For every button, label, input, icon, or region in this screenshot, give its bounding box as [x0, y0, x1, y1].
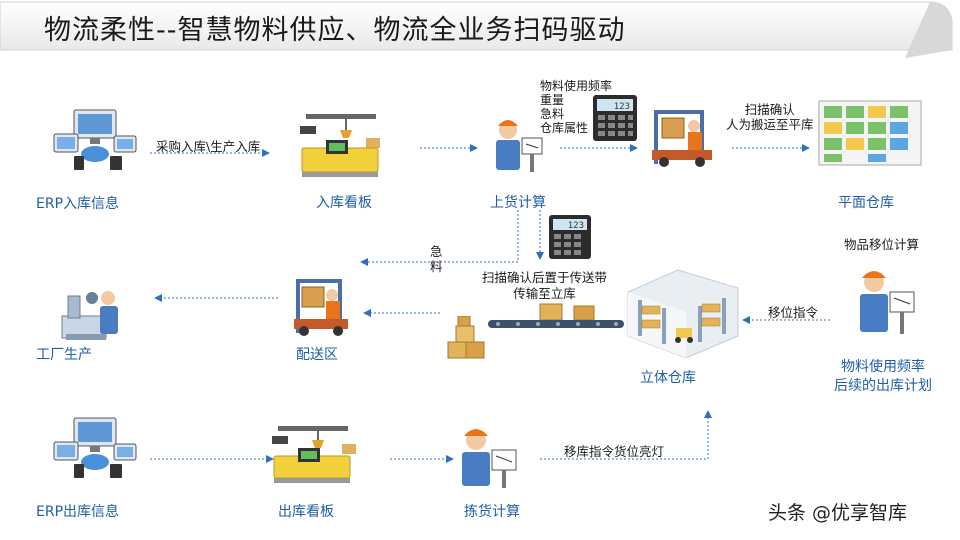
boxes-icon: [446, 315, 488, 366]
arrow-urgent-to-delivery: [360, 210, 519, 266]
page-title: 物流柔性--智慧物料供应、物流全业务扫码驱动: [44, 15, 626, 46]
erp-in-icon: [52, 108, 138, 174]
node-factory-label: 工厂生产: [36, 347, 92, 363]
erp-out-icon: [52, 416, 138, 482]
delivery-forklift-icon: [290, 275, 354, 341]
node-delivery-label: 配送区: [296, 347, 338, 363]
node-out-board-label: 出库看板: [278, 504, 334, 520]
node-flat-warehouse-label: 平面仓库: [838, 195, 894, 211]
picking-worker-icon: [456, 426, 526, 496]
node-erp-out-label: ERP出库信息: [36, 504, 120, 520]
edge-label-conveyor: 扫描确认后置于传送带 传输至立库: [482, 270, 608, 301]
attribute-item: 急料: [540, 107, 565, 121]
node-in-board-label: 入库看板: [316, 195, 372, 211]
edge-label-attributes: 物料使用频率 重量 急料 仓库属性: [540, 79, 612, 135]
conveyor-icon: [486, 300, 626, 338]
edge-label-scan-confirm: 扫描确认 人为搬运至平库: [726, 102, 814, 132]
attribute-item: 物料使用频率: [540, 79, 613, 93]
in-board-icon: [296, 112, 386, 184]
calculator-display-top: 123: [614, 102, 630, 112]
flat-warehouse-icon: [818, 100, 922, 170]
node-erp-in-label: ERP入库信息: [36, 196, 120, 212]
calculator-icon-middle: 123: [548, 214, 592, 264]
title-bar-shape: [0, 1, 953, 58]
factory-icon: [60, 282, 124, 348]
edge-label-purchase: 采购入库\生产入库: [156, 139, 261, 154]
shelving-worker-icon: [490, 116, 550, 180]
watermark: 头条 @优享智库: [768, 502, 908, 524]
node-picking-label: 拣货计算: [464, 504, 520, 520]
edge-label-urgent: 急 料: [430, 244, 443, 274]
attribute-item: 重量: [540, 93, 565, 107]
edge-label-move-cmd: 移位指令: [768, 305, 819, 320]
edge-label-move-calc: 物品移位计算: [844, 237, 920, 252]
stereo-warehouse-icon: [618, 266, 744, 366]
title-bar: 物流柔性--智慧物料供应、物流全业务扫码驱动: [0, 0, 960, 58]
calculator-icon-top: 123: [592, 94, 638, 146]
node-relocation-plan-label: 物料使用频率 后续的出库计划: [834, 359, 932, 394]
attribute-item: 仓库属性: [540, 121, 589, 135]
forklift-icon: [648, 106, 718, 172]
out-board-icon: [268, 424, 360, 490]
calculator-display-middle: 123: [568, 221, 584, 231]
node-shelving-label: 上货计算: [490, 195, 546, 211]
arrow-picking-to-stereo: [540, 410, 712, 460]
edge-label-pick-light: 移库指令货位亮灯: [564, 444, 665, 459]
node-stereo-warehouse-label: 立体仓库: [640, 370, 696, 386]
relocation-worker-icon: [852, 268, 922, 344]
